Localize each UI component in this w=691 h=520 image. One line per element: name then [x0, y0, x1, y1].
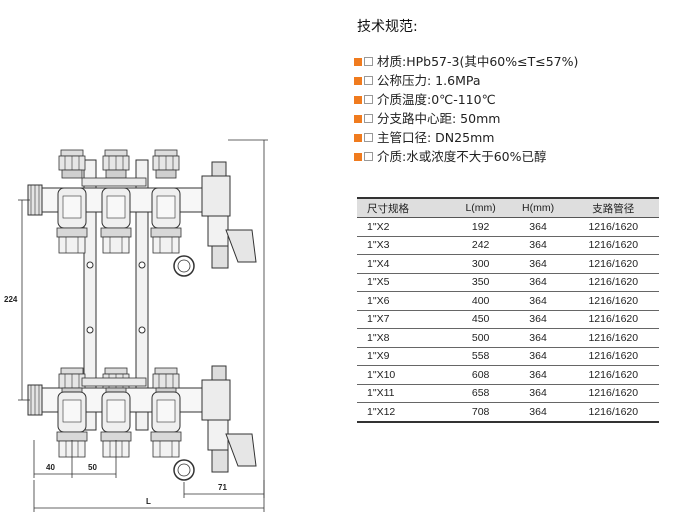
cell-branch-diameter: 1216/1620	[567, 328, 659, 348]
bullet-square-icon	[354, 114, 362, 123]
cell-length: 708	[452, 402, 509, 423]
spec-title: 技术规范:	[357, 19, 418, 35]
cell-branch-diameter: 1216/1620	[567, 291, 659, 311]
cell-branch-diameter: 1216/1620	[567, 273, 659, 292]
spec-item-text: 介质:水或浓度不大于60%已醇	[377, 149, 547, 164]
spec-item: 介质:水或浓度不大于60%已醇	[354, 147, 578, 166]
cell-size: 1"X4	[357, 254, 453, 274]
cell-height: 364	[508, 347, 568, 366]
bullet-square-icon	[354, 95, 362, 104]
cell-size: 1"X7	[357, 310, 453, 329]
spec-item-text: 公称压力: 1.6MPa	[377, 73, 481, 88]
dim-L-label: L	[146, 497, 151, 506]
bullet-square-icon	[354, 76, 362, 85]
dim-50-label: 50	[88, 463, 97, 472]
cell-length: 300	[452, 254, 509, 274]
cell-length: 450	[452, 310, 509, 329]
table-header-row: 尺寸规格 L(mm) H(mm) 支路管径	[357, 197, 659, 218]
cell-length: 192	[452, 217, 509, 237]
spec-item: 材质:HPb57-3(其中60%≤T≤57%)	[354, 52, 578, 71]
spec-item: 主管口径: DN25mm	[354, 128, 578, 147]
cell-length: 500	[452, 328, 509, 348]
cell-size: 1"X5	[357, 273, 453, 292]
bullet-box-icon	[364, 57, 373, 66]
manifold-drawing: 224 40 50 71 L	[4, 139, 268, 512]
spec-item: 介质温度:0℃-110℃	[354, 90, 578, 109]
cell-branch-diameter: 1216/1620	[567, 365, 659, 385]
upper-manifold	[27, 149, 257, 277]
spec-item-text: 分支路中心距: 50mm	[377, 111, 501, 126]
cell-height: 364	[508, 328, 568, 348]
cell-height: 364	[508, 254, 568, 274]
header-height: H(mm)	[508, 197, 568, 218]
cell-branch-diameter: 1216/1620	[567, 347, 659, 366]
bullet-box-icon	[364, 76, 373, 85]
cell-branch-diameter: 1216/1620	[567, 310, 659, 329]
spec-item: 分支路中心距: 50mm	[354, 109, 578, 128]
cell-height: 364	[508, 217, 568, 237]
dim-40-label: 40	[46, 463, 55, 472]
dim-71-label: 71	[218, 483, 227, 492]
bullet-square-icon	[354, 152, 362, 161]
cell-length: 350	[452, 273, 509, 292]
cell-length: 558	[452, 347, 509, 366]
cell-size: 1"X9	[357, 347, 453, 366]
cell-length: 400	[452, 291, 509, 311]
cell-height: 364	[508, 365, 568, 385]
bullet-square-icon	[354, 57, 362, 66]
bullet-box-icon	[364, 114, 373, 123]
dim-height-label: 224	[4, 295, 18, 304]
cell-length: 658	[452, 384, 509, 403]
cell-branch-diameter: 1216/1620	[567, 236, 659, 255]
cell-size: 1"X3	[357, 236, 453, 255]
spec-item: 公称压力: 1.6MPa	[354, 71, 578, 90]
spec-item-text: 介质温度:0℃-110℃	[377, 92, 496, 107]
cell-height: 364	[508, 402, 568, 423]
cell-size: 1"X12	[357, 402, 453, 423]
cell-size: 1"X8	[357, 328, 453, 348]
lower-manifold	[27, 365, 257, 481]
cell-size: 1"X6	[357, 291, 453, 311]
cell-height: 364	[508, 273, 568, 292]
cell-branch-diameter: 1216/1620	[567, 217, 659, 237]
cell-length: 242	[452, 236, 509, 255]
bullet-square-icon	[354, 133, 362, 142]
cell-height: 364	[508, 291, 568, 311]
header-branch-diameter: 支路管径	[567, 197, 659, 218]
bullet-box-icon	[364, 152, 373, 161]
cell-size: 1"X10	[357, 365, 453, 385]
cell-size: 1"X11	[357, 384, 453, 403]
cell-size: 1"X2	[357, 217, 453, 237]
spec-item-text: 主管口径: DN25mm	[377, 130, 495, 145]
bullet-box-icon	[364, 133, 373, 142]
spec-list: 材质:HPb57-3(其中60%≤T≤57%) 公称压力: 1.6MPa 介质温…	[354, 52, 578, 166]
header-length: L(mm)	[452, 197, 509, 218]
spec-item-text: 材质:HPb57-3(其中60%≤T≤57%)	[377, 54, 579, 69]
cell-branch-diameter: 1216/1620	[567, 384, 659, 403]
cell-branch-diameter: 1216/1620	[567, 254, 659, 274]
cell-branch-diameter: 1216/1620	[567, 402, 659, 423]
header-size: 尺寸规格	[357, 197, 453, 218]
cell-height: 364	[508, 384, 568, 403]
cell-height: 364	[508, 236, 568, 255]
cell-height: 364	[508, 310, 568, 329]
bullet-box-icon	[364, 95, 373, 104]
cell-length: 608	[452, 365, 509, 385]
